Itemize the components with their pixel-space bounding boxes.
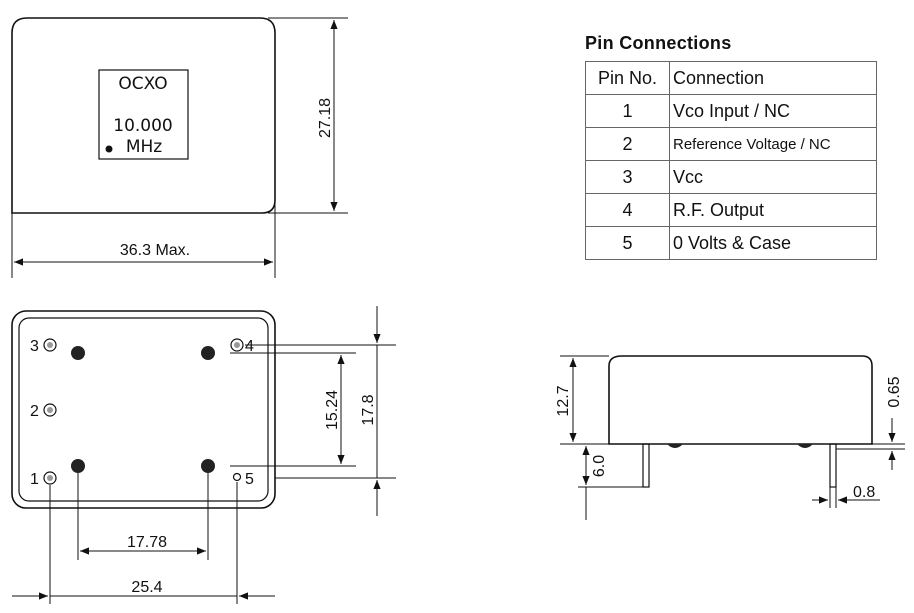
- label-ocxo: OCXO: [118, 74, 167, 94]
- side-view: 12.7 6.0 0.65 0.8: [555, 355, 905, 520]
- label-frequency: 10.000: [113, 116, 172, 136]
- pin-label-2: 2: [30, 403, 39, 420]
- standoff-top-left: [71, 346, 85, 360]
- standoff-dim-label: 0.65: [886, 376, 903, 407]
- top-view-body: [11, 17, 276, 214]
- table-row: 2 Reference Voltage / NC: [585, 127, 877, 161]
- standoff-top-right: [201, 346, 215, 360]
- pin-number: 1: [585, 94, 670, 128]
- pin-connections-title: Pin Connections: [585, 33, 732, 53]
- side-pin-right: [829, 443, 837, 488]
- side-height-dim-label: 12.7: [555, 385, 572, 416]
- side-standoff-left: [667, 444, 683, 448]
- top-view: OCXO 10.000 MHz 27.18 36.3 Max.: [11, 17, 348, 278]
- width-dim-label: 36.3 Max.: [120, 242, 190, 259]
- side-pin-left: [642, 443, 650, 488]
- height-dim-label: 27.18: [317, 98, 334, 138]
- side-standoff-right: [797, 444, 813, 448]
- header-connection: Connection: [669, 61, 877, 95]
- pin-connection: 0 Volts & Case: [669, 226, 877, 260]
- pin-1: [43, 471, 57, 485]
- pin-spacing-h-dim-label: 17.78: [127, 534, 167, 551]
- standoff-bottom-left: [71, 459, 85, 473]
- pin-3: [43, 338, 57, 352]
- table-row: 3 Vcc: [585, 160, 877, 194]
- pin-connection: Vco Input / NC: [669, 94, 877, 128]
- body-v-dim-label: 17.8: [360, 394, 377, 425]
- table-row: 1 Vco Input / NC: [585, 94, 877, 128]
- pin-diameter-dim-label: 0.8: [853, 484, 875, 501]
- pin-label-4: 4: [245, 338, 254, 355]
- header-pin-no: Pin No.: [585, 61, 670, 95]
- table-row: 4 R.F. Output: [585, 193, 877, 227]
- pin-length-dim-label: 6.0: [591, 455, 608, 477]
- pin-label-5: 5: [245, 471, 254, 488]
- pin-connection: Reference Voltage / NC: [669, 127, 877, 161]
- pin-5: [232, 472, 242, 482]
- pin-label-3: 3: [30, 338, 39, 355]
- standoff-bottom-right: [201, 459, 215, 473]
- pin-2: [43, 403, 57, 417]
- pin-4: [230, 338, 244, 352]
- bottom-view: 3 2 1 4 5 15.24 17.8 17.78 25.4: [11, 306, 396, 604]
- pin-connection: Vcc: [669, 160, 877, 194]
- pin-connections-table: Pin No. Connection 1 Vco Input / NC 2 Re…: [585, 61, 877, 260]
- label-mhz: MHz: [126, 137, 162, 157]
- pin-spacing-h2-dim-label: 25.4: [131, 579, 162, 596]
- table-header-row: Pin No. Connection: [585, 61, 877, 95]
- pin-connection: R.F. Output: [669, 193, 877, 227]
- side-view-body: [608, 355, 873, 445]
- pin-number: 4: [585, 193, 670, 227]
- bottom-view-body-outer: [11, 310, 276, 509]
- pin-label-1: 1: [30, 471, 39, 488]
- pin-number: 3: [585, 160, 670, 194]
- pin-number: 5: [585, 226, 670, 260]
- top-view-label-box: [98, 69, 189, 160]
- pin-number: 2: [585, 127, 670, 161]
- table-row: 5 0 Volts & Case: [585, 226, 877, 260]
- bottom-view-body-inner: [18, 317, 269, 502]
- pin1-marker-dot: [105, 145, 113, 153]
- pin-spacing-v-dim-label: 15.24: [324, 390, 341, 430]
